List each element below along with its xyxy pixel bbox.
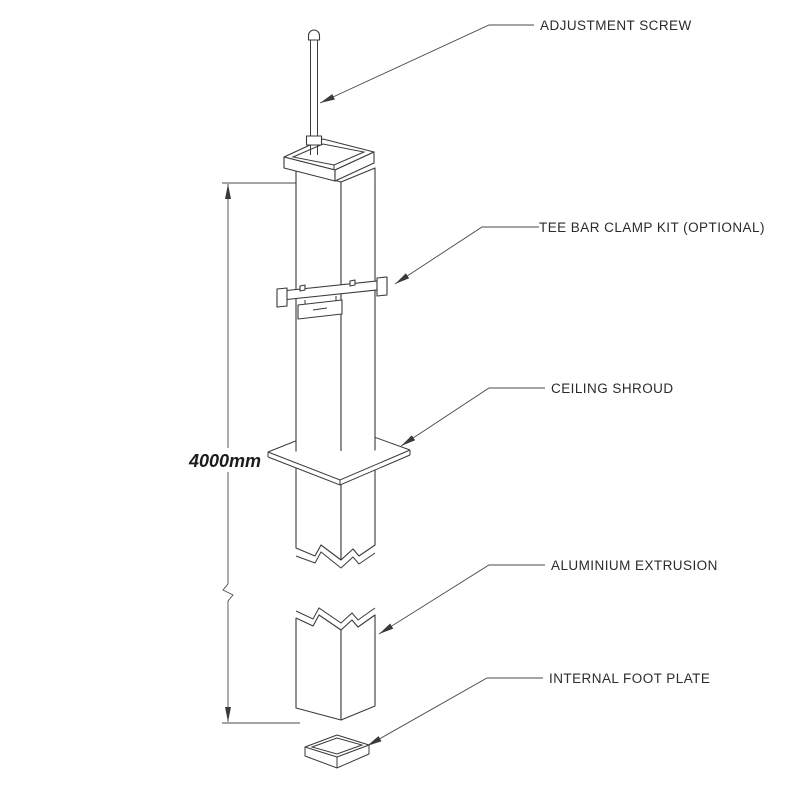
pole-left-face-upper: [295, 169, 342, 561]
clamp-left-end: [276, 287, 288, 308]
dimension-4000mm: 4000mm: [182, 182, 300, 724]
internal-foot-plate: [304, 734, 370, 769]
leader-internal-foot-plate: [366, 677, 543, 747]
top-cap: [283, 138, 375, 182]
callout-label-aluminium-extrusion: ALUMINIUM EXTRUSION: [551, 558, 718, 573]
leader-aluminium-extrusion: [378, 564, 545, 635]
callout-labels: ADJUSTMENT SCREW TEE BAR CLAMP KIT (OPTI…: [539, 18, 765, 686]
cap-opening: [291, 143, 366, 166]
leader-adjustment-screw: [319, 24, 534, 104]
callout-label-ceiling-shroud: CEILING SHROUD: [551, 381, 674, 396]
aluminium-extrusion-upper: [295, 167, 376, 569]
screw-collar-nut: [305, 135, 323, 146]
aluminium-extrusion-lower: [295, 607, 376, 721]
dimension-line: [222, 184, 234, 722]
leader-tee-bar-clamp: [394, 226, 539, 285]
tee-bar-clamp-kit: [276, 276, 388, 320]
break-line-lower-inner: [295, 607, 376, 624]
dimension-text-backing: [182, 448, 268, 472]
dimension-label: 4000mm: [188, 451, 261, 471]
clamp-bolt-left: [299, 284, 306, 292]
footplate-inner-rim: [310, 737, 364, 755]
clamp-bracket-slot: [312, 307, 328, 311]
callout-label-internal-foot-plate: INTERNAL FOOT PLATE: [549, 671, 710, 686]
screw-head: [307, 29, 321, 41]
pole-right-face-upper: [340, 167, 376, 561]
pole-left-face-lower: [295, 614, 342, 721]
break-line-upper-inner: [295, 551, 376, 569]
footplate-walls: [304, 745, 370, 769]
leader-ceiling-shroud: [400, 387, 545, 447]
clamp-bolt-right: [349, 279, 356, 287]
shroud-thickness-ticks: [267, 450, 411, 485]
clamp-right-end: [376, 276, 388, 297]
adjustment-screw: [305, 29, 323, 155]
callout-label-adjustment-screw: ADJUSTMENT SCREW: [540, 18, 692, 33]
shroud-front-fill: [268, 450, 410, 485]
callout-label-tee-bar-clamp-kit: TEE BAR CLAMP KIT (OPTIONAL): [539, 220, 765, 235]
cap-front-right-face: [334, 151, 375, 182]
leader-lines: [319, 24, 545, 747]
pole-right-face-lower: [340, 614, 376, 721]
ceiling-shroud-front: [267, 449, 411, 486]
